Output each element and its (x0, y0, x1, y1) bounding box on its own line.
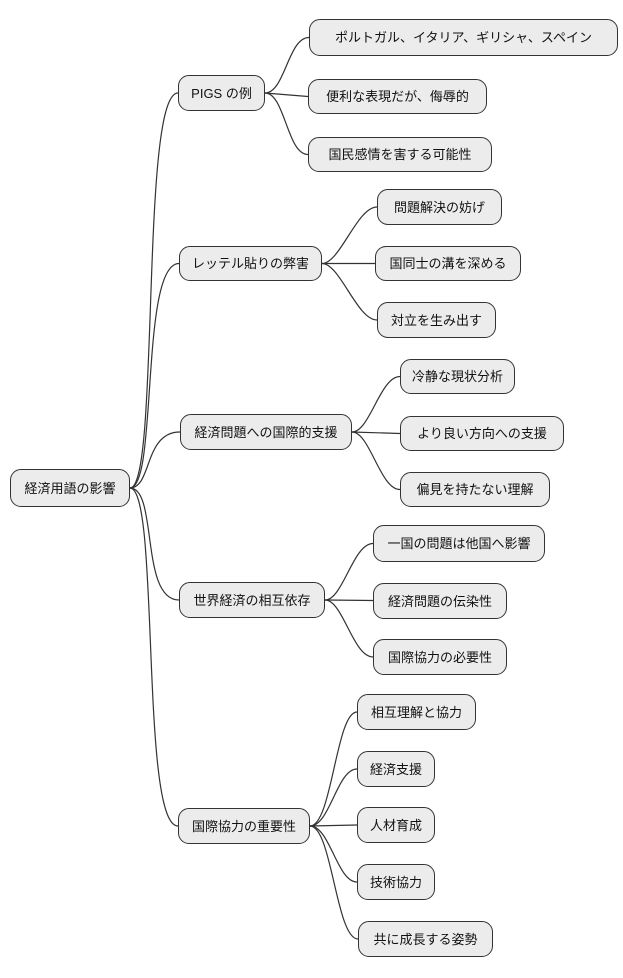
leaf-deepens-rift: 国同士の溝を深める (375, 246, 521, 281)
leaf-creates-conflict: 対立を生み出す (377, 302, 496, 338)
connector-root-to-importance-cooperation (129, 487, 179, 827)
connector-pigs-to-convenient (264, 92, 309, 98)
connector-cooperation-to-human (309, 824, 358, 827)
leaf-technical-cooperation: 技術協力 (357, 864, 435, 900)
leaf-need-international-cooperation: 国際協力の必要性 (373, 639, 507, 675)
connector-support-to-unbiased (351, 431, 401, 491)
connector-root-to-labeling-harm (129, 262, 180, 489)
connector-cooperation-to-growing (309, 825, 359, 940)
leaf-national-sentiment: 国民感情を害する可能性 (308, 137, 492, 172)
leaf-human-development: 人材育成 (357, 807, 435, 843)
leaf-support-better-direction: より良い方向への支援 (400, 416, 564, 451)
connector-cooperation-to-aid (309, 768, 358, 827)
node-international-support: 経済問題への国際的支援 (180, 414, 352, 450)
leaf-pigs-countries: ポルトガル、イタリア、ギリシャ、スペイン (309, 19, 618, 56)
node-labeling-harm: レッテル貼りの弊害 (179, 246, 322, 281)
node-global-interdependence: 世界経済の相互依存 (179, 582, 325, 618)
connector-interdependence-to-need (324, 599, 374, 658)
node-pigs-example: PIGS の例 (178, 75, 265, 111)
connector-support-to-analysis (351, 375, 401, 433)
leaf-mutual-understanding: 相互理解と協力 (357, 694, 476, 730)
leaf-calm-analysis: 冷静な現状分析 (400, 359, 515, 394)
leaf-hinders-problem-solving: 問題解決の妨げ (377, 189, 502, 225)
leaf-economic-aid: 経済支援 (357, 751, 435, 787)
connector-root-to-global-interdependence (129, 487, 180, 601)
leaf-convenient-but-insulting: 便利な表現だが、侮辱的 (308, 79, 487, 114)
node-importance-cooperation: 国際協力の重要性 (178, 808, 310, 844)
connector-support-to-direction (351, 431, 401, 435)
leaf-economic-contagion: 経済問題の伝染性 (373, 583, 507, 619)
connector-cooperation-to-technical (309, 825, 358, 883)
connector-pigs-to-sentiment (264, 92, 309, 156)
connector-root-to-international-support (129, 431, 181, 489)
connector-root-to-pigs-example (129, 92, 179, 489)
leaf-one-country-affects-others: 一国の問題は他国へ影響 (373, 525, 545, 562)
connector-labeling-to-hinders (321, 206, 378, 265)
leaf-unbiased-understanding: 偏見を持たない理解 (400, 472, 550, 507)
connector-labeling-to-conflict (321, 262, 378, 321)
connector-cooperation-to-mutual (309, 711, 358, 827)
connector-interdependence-to-affects (324, 542, 374, 601)
leaf-growing-together: 共に成長する姿勢 (358, 921, 493, 957)
connector-pigs-to-countries (264, 36, 310, 94)
node-root: 経済用語の影響 (10, 469, 130, 507)
connector-interdependence-to-contagion (324, 599, 374, 602)
